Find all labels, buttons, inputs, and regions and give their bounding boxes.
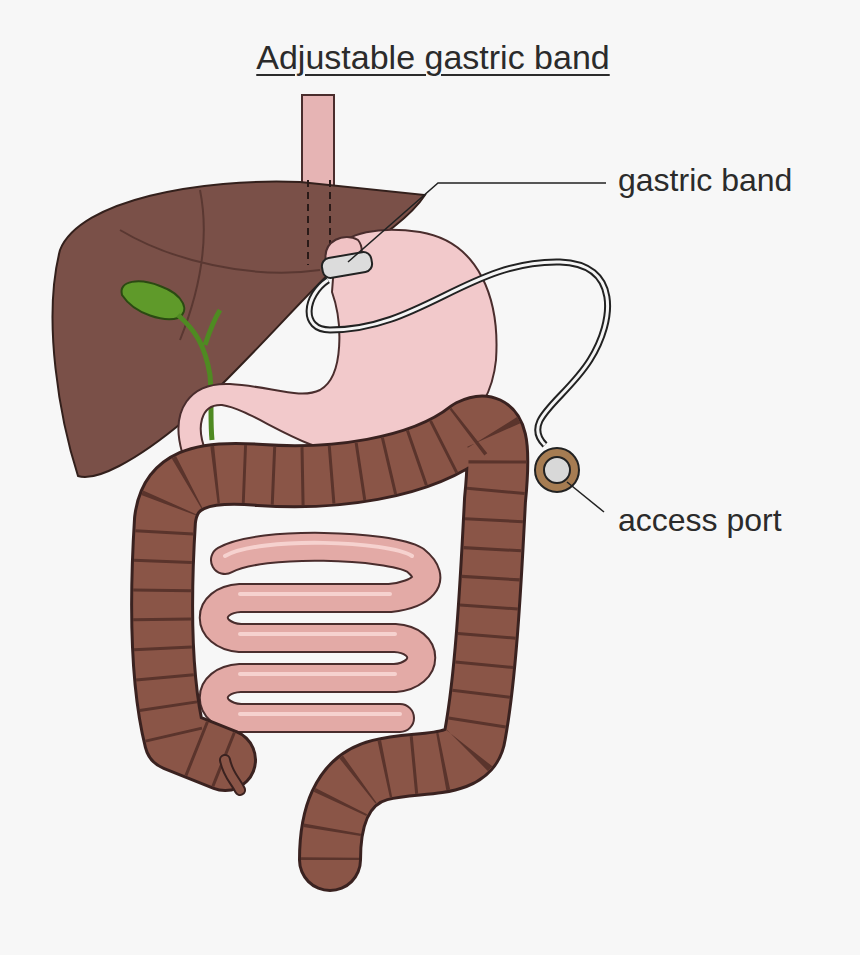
callout-label: access port xyxy=(618,502,782,539)
gastric-band xyxy=(321,251,374,279)
diagram-title: Adjustable gastric band xyxy=(256,38,609,77)
colon xyxy=(162,426,497,860)
leader-line xyxy=(567,482,604,512)
gallbladder xyxy=(122,281,185,319)
callout-label: gastric band xyxy=(618,162,792,199)
small-intestine xyxy=(214,543,427,718)
liver-lobe-line xyxy=(120,190,320,340)
access-port xyxy=(535,448,579,492)
leader-line xyxy=(348,183,606,262)
access-port-septum xyxy=(544,457,570,483)
